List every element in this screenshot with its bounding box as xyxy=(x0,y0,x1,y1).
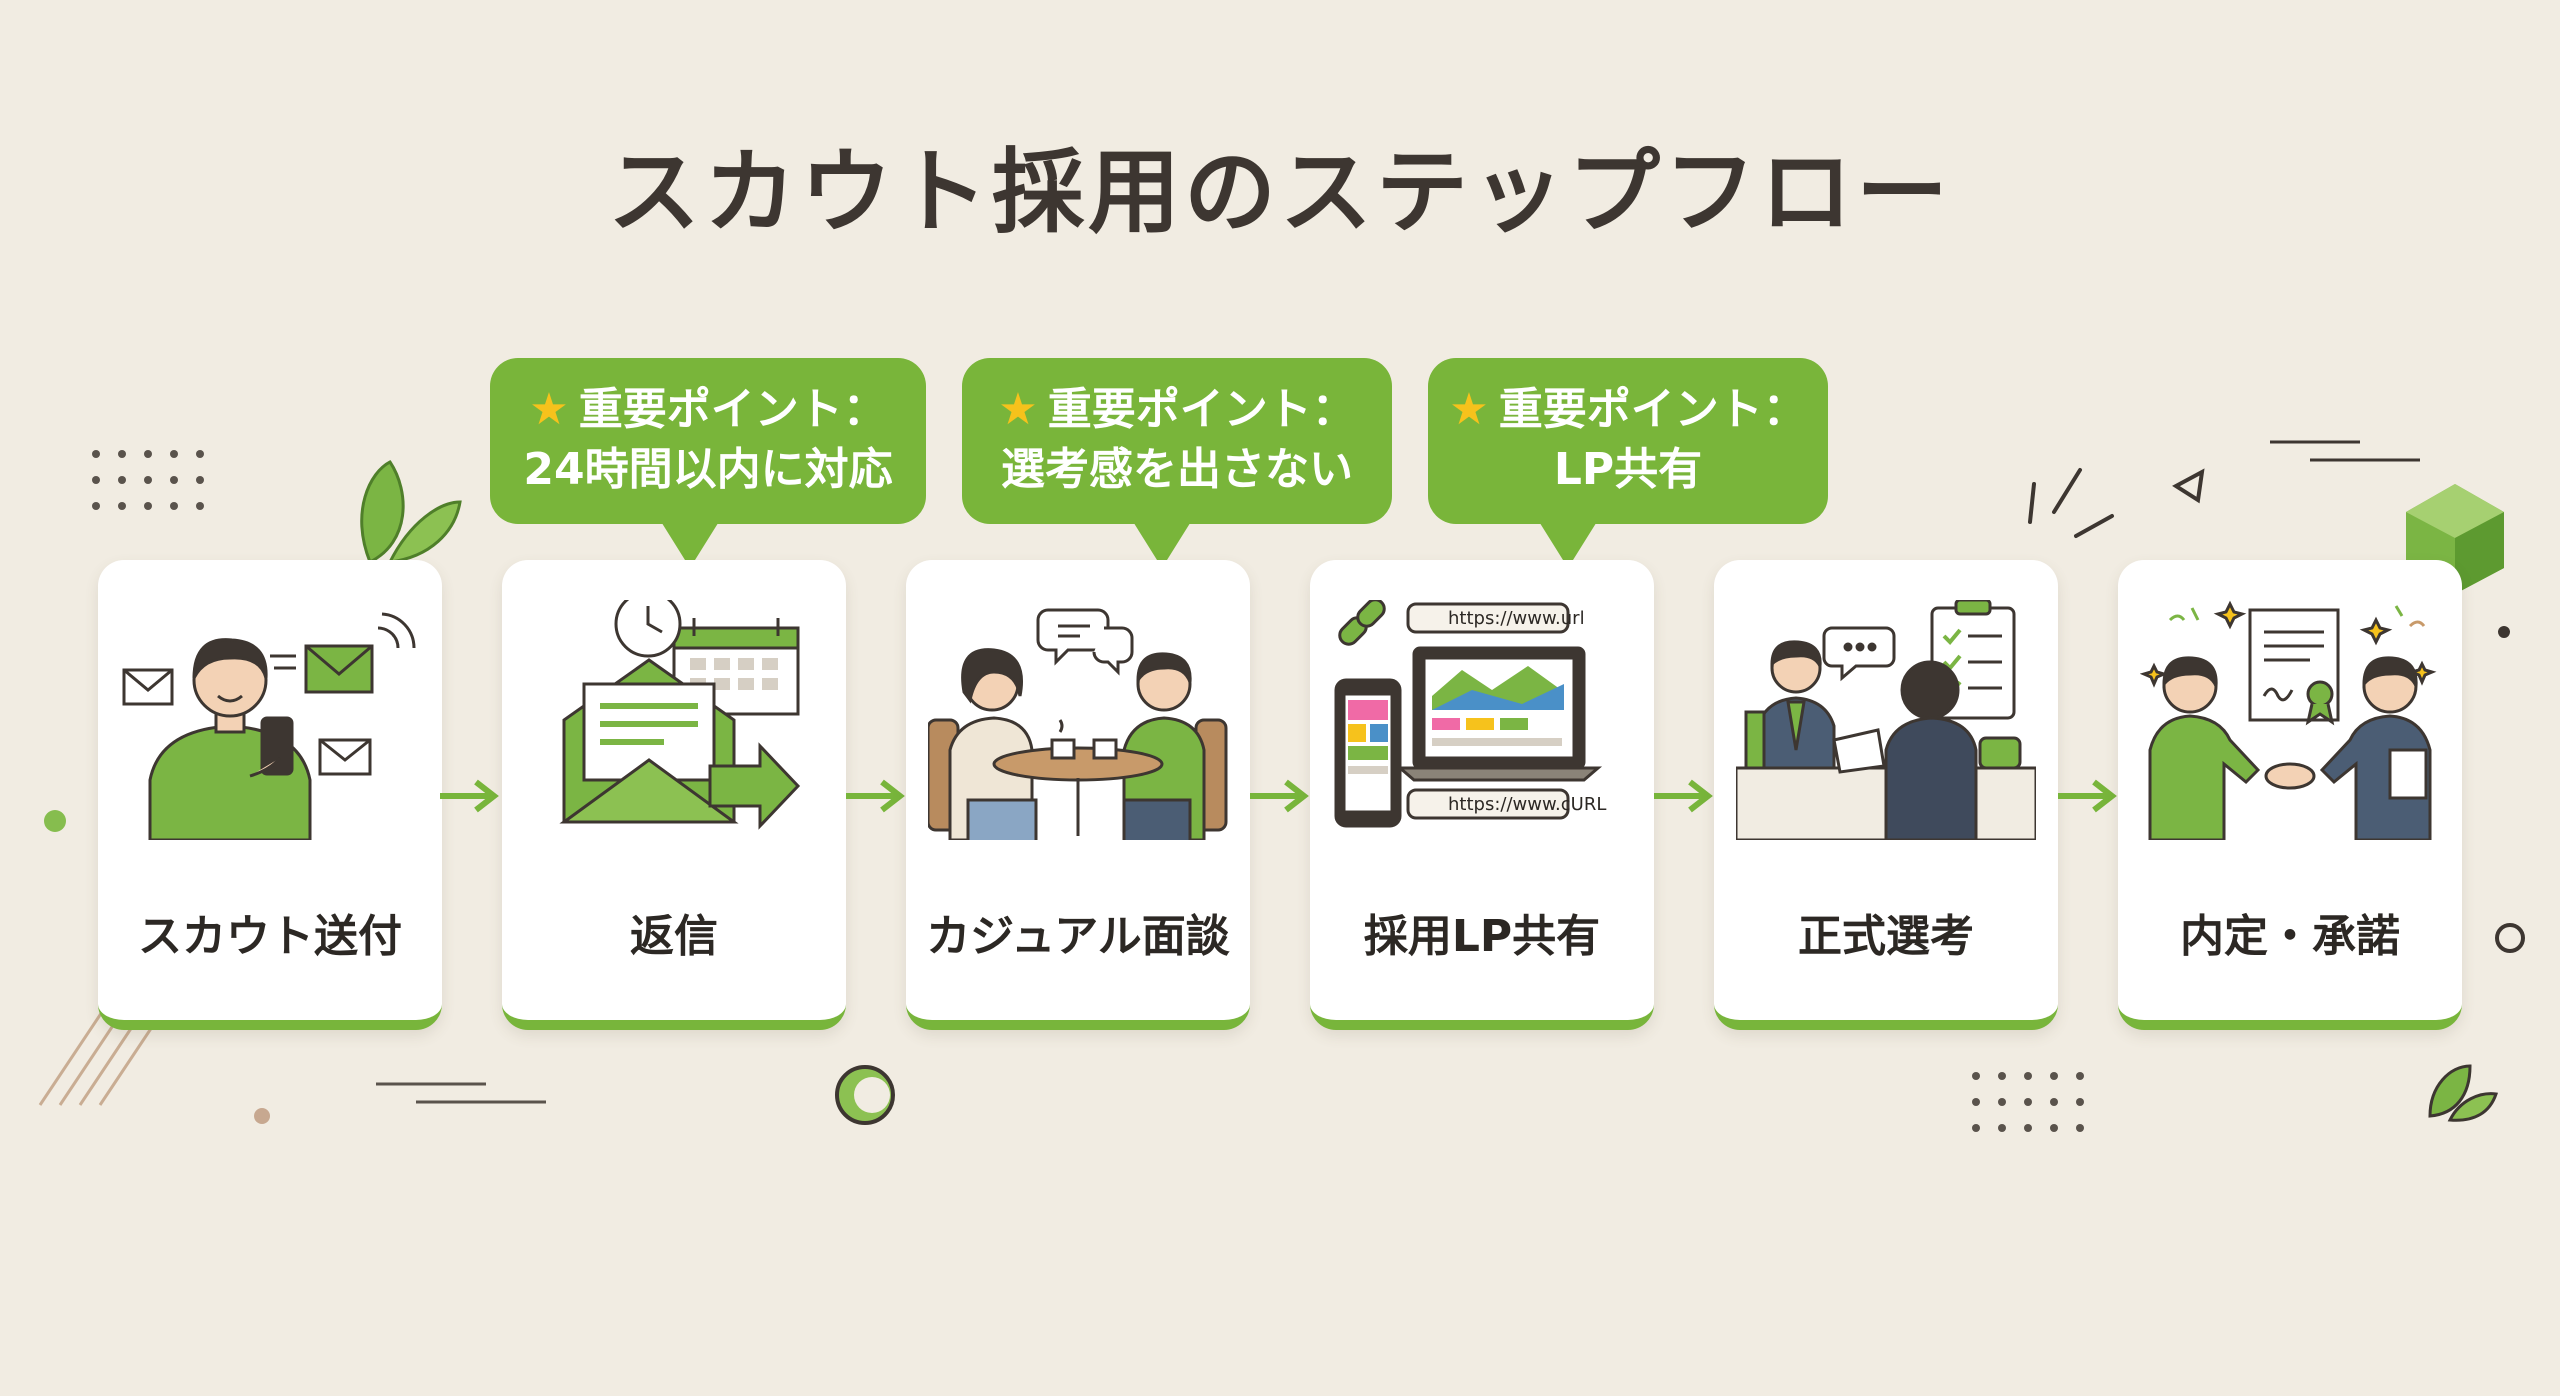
line-decoration xyxy=(376,1082,546,1104)
link-icon xyxy=(1338,600,1386,646)
arrow-right-icon xyxy=(2058,779,2117,813)
reply-illustration xyxy=(559,600,801,830)
url-bottom-label: https://www.cURL xyxy=(1448,794,1607,815)
arrow-right-icon xyxy=(846,779,905,813)
arrow-right-icon xyxy=(1250,779,1309,813)
callout-heading: 重要ポイント： xyxy=(1047,384,1356,435)
burst-lines-decoration xyxy=(2028,468,2114,538)
scout-send-illustration xyxy=(122,612,416,840)
step-card-casual-interview: カジュアル面談 xyxy=(906,560,1250,1030)
dot-grid-decoration xyxy=(92,450,204,510)
circle-decoration xyxy=(2495,923,2525,953)
callout-casual-tip: ★重要ポイント： 選考感を出さない xyxy=(962,358,1392,568)
callout-reply-tip: ★重要ポイント： 24時間以内に対応 xyxy=(490,358,926,568)
certificate-icon xyxy=(2248,608,2340,726)
callout-heading: 重要ポイント： xyxy=(1498,384,1807,435)
callout-lp-tip: ★重要ポイント： LP共有 xyxy=(1428,358,1828,568)
leaf-icon xyxy=(2428,1064,2499,1122)
step-label: スカウト送付 xyxy=(138,911,402,962)
dot-decoration xyxy=(254,1108,270,1124)
step-card-reply: 返信 xyxy=(502,560,846,1030)
line-decoration xyxy=(2270,440,2420,462)
star-icon: ★ xyxy=(529,384,569,435)
offer-acceptance-illustration xyxy=(2140,600,2437,840)
dot-decoration xyxy=(2498,626,2510,638)
star-icon: ★ xyxy=(1449,384,1489,435)
formal-selection-illustration xyxy=(1736,600,2036,840)
casual-interview-illustration xyxy=(928,608,1228,840)
step-card-scout-send: スカウト送付 xyxy=(98,560,442,1030)
circle-decoration xyxy=(835,1065,895,1125)
step-label: 内定・承諾 xyxy=(2180,911,2400,962)
lp-share-illustration xyxy=(1334,600,1603,828)
step-label: カジュアル面談 xyxy=(926,911,1230,962)
star-icon: ★ xyxy=(998,384,1038,435)
confetti-decoration xyxy=(2140,600,2437,688)
triangle-decoration xyxy=(2172,468,2205,504)
leaf-icon xyxy=(360,460,462,565)
url-top-label: https://www.url xyxy=(1448,608,1585,629)
callout-heading: 重要ポイント： xyxy=(578,384,887,435)
callout-text: 24時間以内に対応 xyxy=(523,444,893,495)
step-label: 採用LP共有 xyxy=(1363,911,1601,962)
dot-grid-decoration xyxy=(1972,1072,2084,1132)
callout-text: LP共有 xyxy=(1553,444,1703,495)
step-card-formal-selection: 正式選考 xyxy=(1714,560,2058,1030)
page-title: スカウト採用のステップフロー xyxy=(607,139,1952,246)
dot-decoration xyxy=(44,810,66,832)
step-card-lp-share: https://www.url https://www.cURL 採用LP共有 xyxy=(1310,560,1654,1030)
step-card-offer-acceptance: 内定・承諾 xyxy=(2118,560,2462,1030)
step-label: 返信 xyxy=(630,911,718,962)
arrow-right-icon xyxy=(440,779,499,813)
callout-text: 選考感を出さない xyxy=(1001,444,1353,495)
arrow-right-icon xyxy=(1654,779,1713,813)
step-label: 正式選考 xyxy=(1798,911,1974,962)
